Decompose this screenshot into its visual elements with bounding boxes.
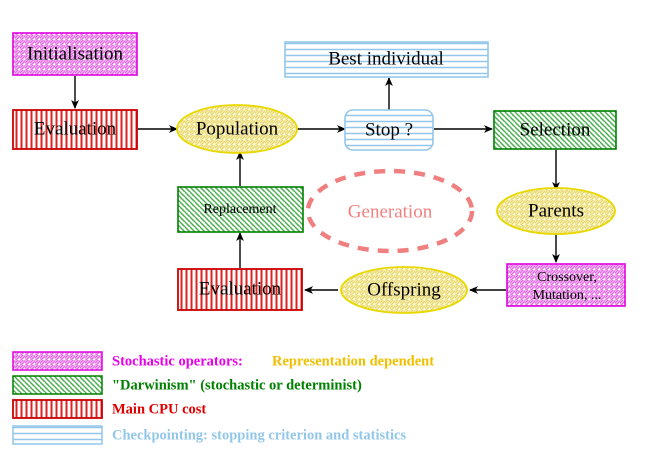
node-parents-label: Parents — [528, 200, 584, 221]
node-initialisation-label: Initialisation — [27, 43, 124, 64]
node-stop-label: Stop ? — [365, 119, 413, 140]
node-variation-label-line2: Mutation, ... — [533, 288, 602, 303]
node-evaluation-top[interactable]: Evaluation — [12, 109, 138, 150]
node-evaluation-top-label: Evaluation — [34, 118, 117, 139]
node-evaluation-bottom[interactable]: Evaluation — [177, 268, 303, 311]
node-stop[interactable]: Stop ? — [344, 109, 434, 151]
node-evaluation-bottom-label: Evaluation — [199, 278, 282, 299]
node-population-label: Population — [196, 118, 279, 139]
node-initialisation[interactable]: Initialisation — [12, 32, 138, 76]
legend-label-1-main: "Darwinism" (stochastic or determinist) — [112, 377, 362, 393]
node-offspring[interactable]: Offspring — [340, 266, 468, 314]
legend: Stochastic operators: Representation dep… — [12, 351, 434, 445]
node-population[interactable]: Population — [176, 104, 298, 154]
legend-label-3-main: Checkpointing: stopping criterion and st… — [112, 427, 406, 443]
node-replacement-label: Replacement — [203, 202, 276, 217]
node-offspring-label: Offspring — [367, 279, 441, 300]
node-replacement[interactable]: Replacement — [177, 186, 304, 233]
legend-label-0-main: Stochastic operators: — [112, 353, 243, 369]
node-selection-label: Selection — [520, 119, 591, 140]
node-selection[interactable]: Selection — [493, 110, 617, 150]
legend-label-2-main: Main CPU cost — [112, 401, 206, 417]
legend-item-1: "Darwinism" (stochastic or determinist) — [12, 375, 362, 395]
legend-swatch-red-vertical-hatch — [12, 399, 103, 419]
node-best-individual[interactable]: Best individual — [284, 41, 489, 78]
node-variation[interactable]: Crossover, Mutation, ... — [506, 263, 626, 307]
node-generation-label: Generation — [348, 201, 433, 222]
legend-swatch-magenta-diagonal-hatch — [12, 351, 103, 371]
legend-swatch-green-diagonal-hatch — [12, 375, 103, 395]
legend-swatch-blue-horizontal-hatch — [12, 425, 103, 445]
node-parents[interactable]: Parents — [496, 187, 616, 235]
edge-group — [71, 76, 560, 294]
legend-item-0: Stochastic operators: Representation dep… — [12, 351, 434, 371]
node-generation: Generation — [305, 168, 475, 254]
legend-label-0-extra: Representation dependent — [272, 353, 434, 369]
legend-item-3: Checkpointing: stopping criterion and st… — [12, 425, 406, 445]
node-best-individual-label: Best individual — [328, 48, 444, 69]
legend-item-2: Main CPU cost — [12, 399, 206, 419]
node-variation-label-line1: Crossover, — [537, 270, 597, 285]
